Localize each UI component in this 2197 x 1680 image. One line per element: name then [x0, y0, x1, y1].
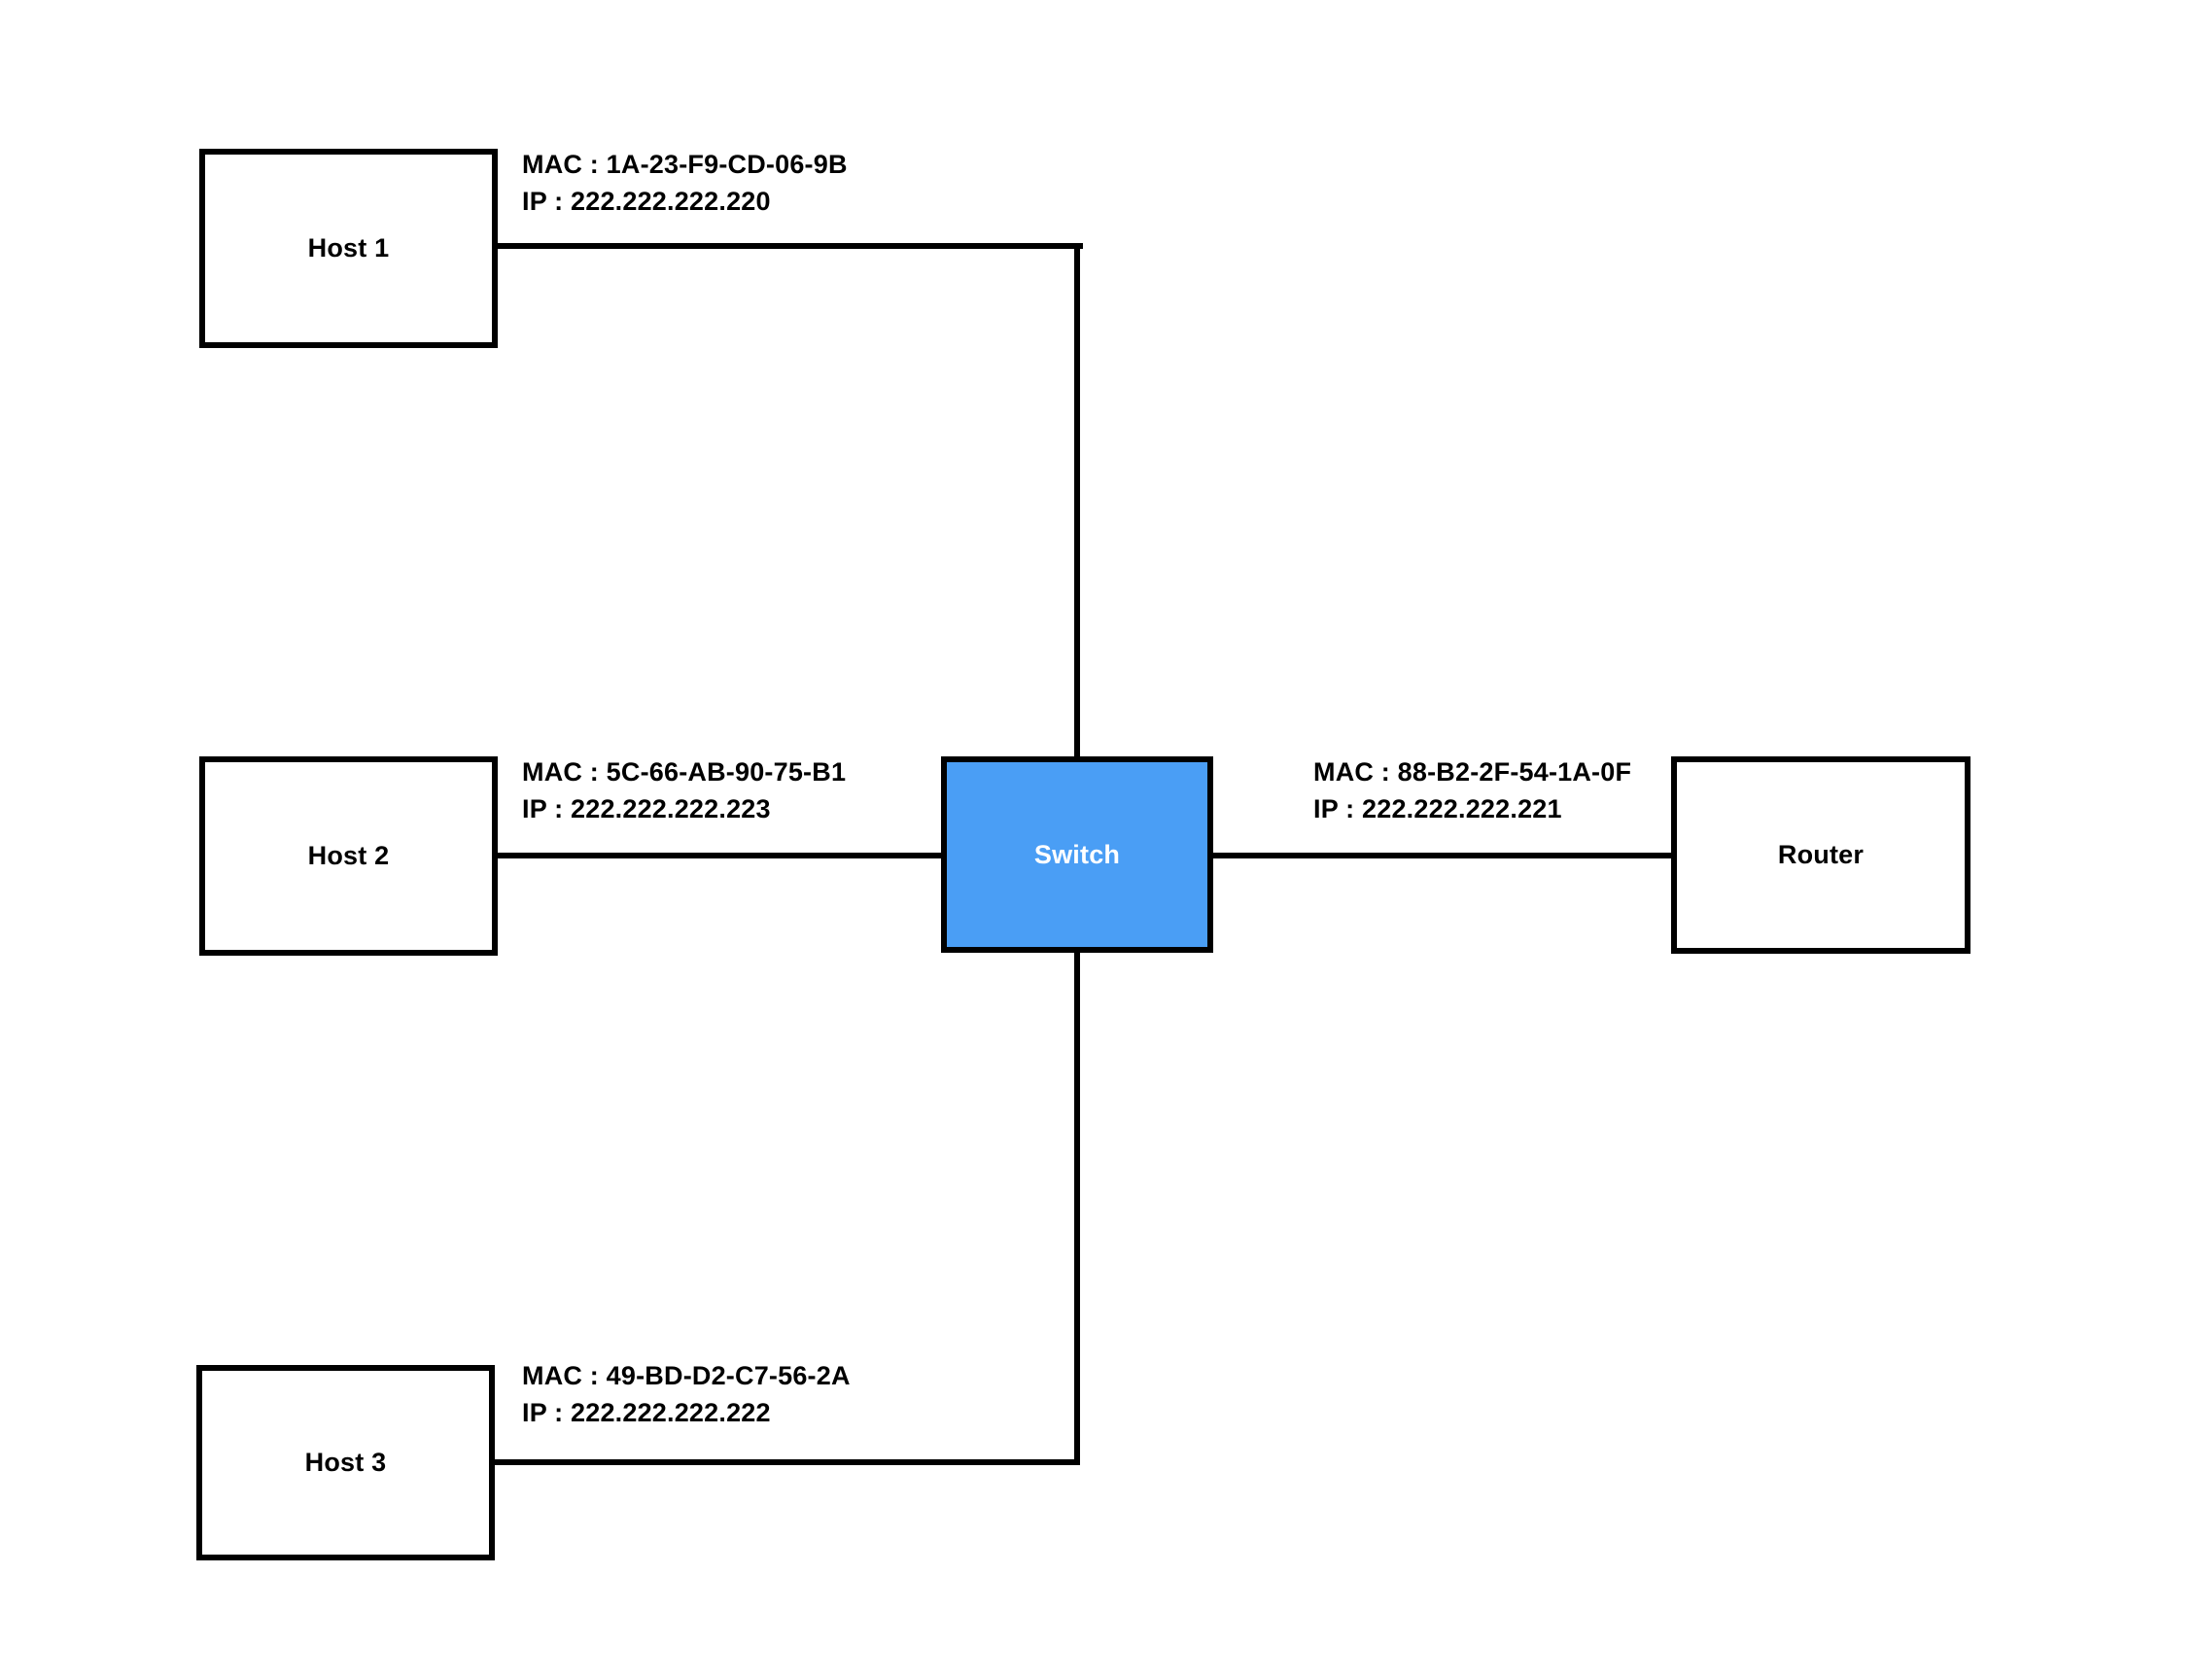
switch-node-label: Switch	[1033, 839, 1121, 869]
host3-mac-address: MAC : 49-BD-D2-C7-56-2A	[522, 1361, 851, 1390]
switch-node: Switch	[941, 756, 1213, 953]
host3-node-label: Host 3	[304, 1448, 387, 1477]
host2-node-label: Host 2	[307, 841, 390, 870]
host1-link-address-label: MAC : 1A-23-F9-CD-06-9B IP : 222.222.222…	[522, 146, 848, 220]
host3-ip-address: IP : 222.222.222.222	[522, 1398, 771, 1427]
router-mac-address: MAC : 88-B2-2F-54-1A-0F	[1313, 757, 1632, 787]
host2-node: Host 2	[199, 756, 498, 956]
host1-ip-address: IP : 222.222.222.220	[522, 187, 771, 216]
link-host1-switch-horizontal-segment	[494, 243, 1083, 249]
host3-node: Host 3	[196, 1365, 495, 1560]
link-switch-host3-horizontal-segment	[492, 1459, 1080, 1465]
host2-link-address-label: MAC : 5C-66-AB-90-75-B1 IP : 222.222.222…	[522, 753, 846, 827]
link-switch-host3-vertical-segment	[1074, 951, 1080, 1463]
router-node-label: Router	[1777, 840, 1865, 869]
link-switch-router	[1211, 853, 1673, 858]
host2-mac-address: MAC : 5C-66-AB-90-75-B1	[522, 757, 847, 787]
link-host1-switch-vertical-segment	[1074, 243, 1080, 758]
host1-mac-address: MAC : 1A-23-F9-CD-06-9B	[522, 150, 848, 179]
host2-ip-address: IP : 222.222.222.223	[522, 794, 771, 823]
router-node: Router	[1671, 756, 1970, 954]
host1-node-label: Host 1	[307, 233, 390, 262]
router-link-address-label: MAC : 88-B2-2F-54-1A-0F IP : 222.222.222…	[1313, 753, 1631, 827]
host1-node: Host 1	[199, 149, 498, 348]
host3-link-address-label: MAC : 49-BD-D2-C7-56-2A IP : 222.222.222…	[522, 1357, 851, 1431]
link-host2-switch	[494, 853, 943, 858]
router-ip-address: IP : 222.222.222.221	[1313, 794, 1562, 823]
